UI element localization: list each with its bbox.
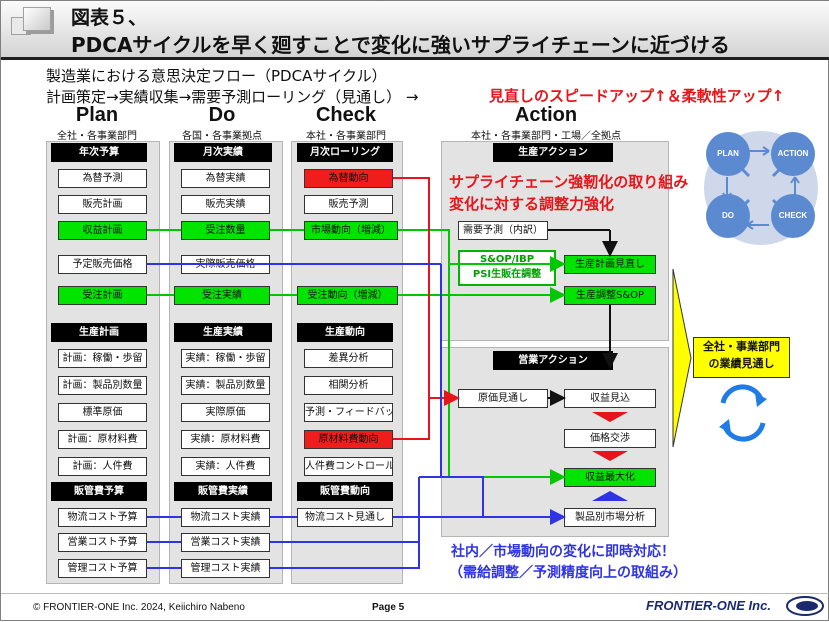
do-admin-cost-actual[interactable]: 管理コスト実績 — [181, 559, 270, 578]
production-action-header: 生産アクション — [493, 143, 613, 162]
check-fx-trend[interactable]: 為替動向 — [304, 169, 393, 188]
sop-line-2: PSI生販在調整 — [472, 269, 542, 280]
action-demand-forecast[interactable]: 需要予測（内訳） — [458, 221, 548, 240]
footer-copyright: © FRONTIER-ONE Inc. 2024, Keiichiro Nabe… — [33, 602, 245, 613]
plan-production-header: 生産計画 — [51, 323, 147, 342]
footer-logo-icon — [786, 596, 824, 616]
plan-standard-cost[interactable]: 標準原価 — [58, 403, 147, 422]
do-labor-cost[interactable]: 実績：人件費 — [181, 457, 270, 476]
footer-divider — [1, 593, 829, 594]
check-production-trend-header: 生産動向 — [297, 323, 393, 342]
company-outlook-line-1: 全社・事業部門 — [703, 340, 780, 353]
do-sga-header: 販管費実績 — [174, 482, 272, 501]
do-monthly-results-header: 月次実績 — [174, 143, 272, 162]
pdca-action-node: ACTION — [771, 132, 815, 176]
check-forecast-feedback[interactable]: 予測・フィードバック — [304, 403, 393, 422]
check-variance-analysis[interactable]: 差異分析 — [304, 349, 393, 368]
plan-heading: Plan — [75, 104, 119, 126]
check-monthly-rolling-header: 月次ローリング — [297, 143, 393, 162]
pdca-do-node: DO — [706, 194, 750, 238]
action-price-negotiation[interactable]: 価格交渉 — [564, 429, 656, 448]
plan-logistics-budget[interactable]: 物流コスト予算 — [58, 508, 147, 527]
plan-utilization[interactable]: 計画：稼働・歩留 — [58, 349, 147, 368]
blue-callout-line-2: （需給調整／予測精度向上の取組み） — [449, 565, 687, 581]
plan-material-cost[interactable]: 計画：原材料費 — [58, 430, 147, 449]
slide-title: PDCAサイクルを早く廻すことで変化に強いサプライチェーンに近づける — [71, 33, 730, 57]
plan-annual-budget-header: 年次予算 — [51, 143, 147, 162]
action-subheading: 本社・各事業部門・工場／全拠点 — [471, 131, 621, 142]
action-heading: Action — [514, 104, 578, 126]
footer-page-number: Page 5 — [372, 602, 405, 613]
check-sga-trend-header: 販管費動向 — [297, 482, 393, 501]
blue-up-chevron — [592, 491, 628, 501]
do-heading: Do — [208, 104, 236, 126]
check-market-trend[interactable]: 市場動向（増減） — [304, 221, 398, 240]
company-outlook-line-2: の業績見通し — [708, 357, 775, 370]
do-logistics-actual[interactable]: 物流コスト実績 — [181, 508, 270, 527]
intro-highlight: 見直しのスピードアップ↑＆柔軟性アップ↑ — [489, 87, 785, 105]
check-labor-cost-control[interactable]: 人件費コントロール — [304, 457, 393, 476]
do-sales-actual[interactable]: 販売実績 — [181, 195, 270, 214]
check-order-trend[interactable]: 受注動向（増減） — [297, 286, 398, 305]
blue-line-join — [419, 476, 484, 517]
do-subheading: 各国・各事業拠点 — [182, 131, 262, 142]
plan-sga-header: 販管費予算 — [51, 482, 147, 501]
plan-fx-forecast[interactable]: 為替予測 — [58, 169, 147, 188]
plan-revenue-plan[interactable]: 収益計画 — [58, 221, 147, 240]
blue-line-sales-cost-2 — [270, 477, 420, 543]
red-callout-line-2: 変化に対する調整力強化 — [449, 195, 615, 213]
company-outlook-box: 全社・事業部門 の業績見通し — [693, 337, 790, 378]
red-callout-line-1: サプライチェーン強靭化の取り組み — [449, 173, 689, 191]
do-production-header: 生産実績 — [174, 323, 272, 342]
plan-sales-plan[interactable]: 販売計画 — [58, 195, 147, 214]
intro-line-1: 製造業における意思決定フロー（PDCAサイクル） — [46, 67, 387, 85]
plan-labor-cost[interactable]: 計画：人件費 — [58, 457, 147, 476]
do-utilization[interactable]: 実績：稼働・歩留 — [181, 349, 270, 368]
refresh-cycle-icon — [720, 384, 766, 442]
pdca-plan-node: PLAN — [706, 132, 750, 176]
green-arrow-market-plan — [398, 229, 566, 272]
footer-logo-text: FRONTIER-ONE Inc. — [646, 598, 771, 613]
do-material-cost[interactable]: 実績：原材料費 — [181, 430, 270, 449]
plan-quantity-by-product[interactable]: 計画：製品別数量 — [58, 376, 147, 395]
title-divider — [1, 57, 829, 60]
title-bar: 図表５、 PDCAサイクルを早く廻すことで変化に強いサプライチェーンに近づける — [1, 1, 829, 59]
do-order-actual[interactable]: 受注実績 — [174, 286, 270, 305]
pdca-arrow-top — [747, 146, 770, 156]
plan-sales-cost-budget[interactable]: 営業コスト予算 — [58, 533, 147, 552]
slide-title-figure: 図表５、 — [71, 7, 148, 29]
do-quantity-by-product[interactable]: 実績：製品別数量 — [181, 376, 270, 395]
check-sales-forecast[interactable]: 販売予測 — [304, 195, 393, 214]
refresh-arrowhead-2 — [719, 419, 731, 433]
blue-callout-line-1: 社内／市場動向の変化に即時対応！ — [451, 544, 675, 560]
pdca-check-node: CHECK — [771, 194, 815, 238]
blue-line-admin-cost-2 — [270, 542, 420, 569]
red-down-chevron-1 — [592, 412, 628, 422]
plan-admin-cost-budget[interactable]: 管理コスト予算 — [58, 559, 147, 578]
do-fx-actual[interactable]: 為替実績 — [181, 169, 270, 188]
refresh-arrowhead-1 — [755, 393, 767, 407]
check-heading: Check — [315, 104, 377, 126]
check-correlation-analysis[interactable]: 相関分析 — [304, 376, 393, 395]
plan-planned-price[interactable]: 予定販売価格 — [58, 255, 147, 274]
sop-line-1: S&OP/IBP — [479, 254, 535, 265]
intro-line-2: 計画策定→実績収集→需要予測ローリング（見通し） → — [46, 88, 419, 106]
production-action-panel — [441, 141, 669, 341]
red-down-chevron-2 — [592, 451, 628, 461]
do-actual-cost[interactable]: 実際原価 — [181, 403, 270, 422]
do-sales-cost-actual[interactable]: 営業コスト実績 — [181, 533, 270, 552]
red-line-material — [393, 398, 430, 440]
title-logo-icon — [23, 7, 51, 31]
red-arrow-fx-cost — [393, 177, 460, 406]
check-logistics-outlook[interactable]: 物流コスト見通し — [297, 508, 393, 527]
do-order-quantity[interactable]: 受注数量 — [181, 221, 270, 240]
plan-subheading: 全社・各事業部門 — [57, 131, 137, 142]
check-material-cost-trend[interactable]: 原材料費動向 — [304, 430, 393, 449]
yellow-arrow — [672, 268, 692, 448]
check-subheading: 本社・各事業部門 — [306, 131, 386, 142]
plan-order-plan[interactable]: 受注計画 — [58, 286, 147, 305]
